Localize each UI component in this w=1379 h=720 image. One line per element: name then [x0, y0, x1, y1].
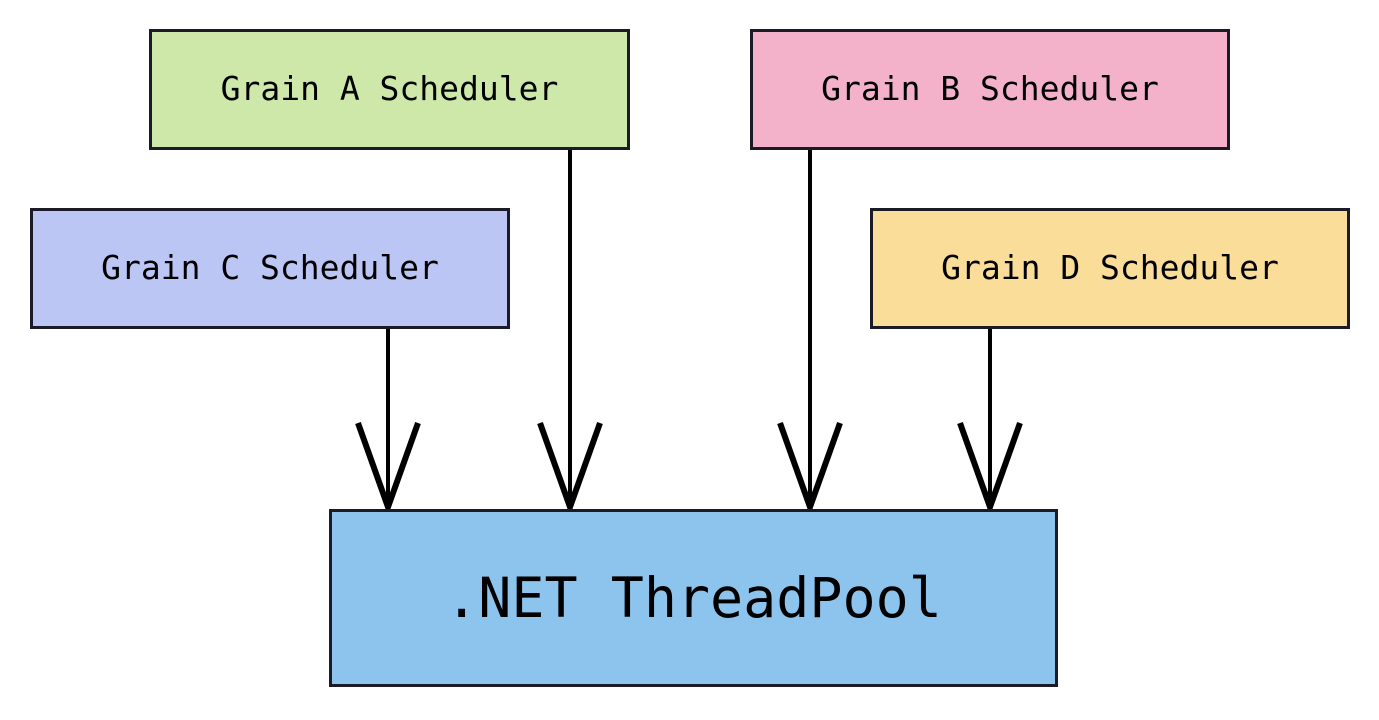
edge-grain-d-threadpool — [957, 329, 1023, 516]
node-dotnet-threadpool[interactable]: .NET ThreadPool — [329, 509, 1058, 687]
node-grain-c-scheduler-label: Grain C Scheduler — [101, 248, 439, 288]
node-grain-d-scheduler[interactable]: Grain D Scheduler — [870, 208, 1350, 329]
edge-grain-a-threadpool — [537, 150, 603, 516]
node-grain-d-scheduler-label: Grain D Scheduler — [941, 248, 1279, 288]
node-grain-a-scheduler[interactable]: Grain A Scheduler — [149, 29, 630, 150]
node-grain-c-scheduler[interactable]: Grain C Scheduler — [30, 208, 510, 329]
node-dotnet-threadpool-label: .NET ThreadPool — [445, 565, 942, 630]
node-grain-a-scheduler-label: Grain A Scheduler — [220, 69, 559, 109]
node-grain-b-scheduler[interactable]: Grain B Scheduler — [750, 29, 1230, 150]
node-grain-b-scheduler-label: Grain B Scheduler — [821, 69, 1159, 109]
edge-grain-c-threadpool — [355, 329, 421, 516]
edge-grain-b-threadpool — [777, 150, 843, 516]
